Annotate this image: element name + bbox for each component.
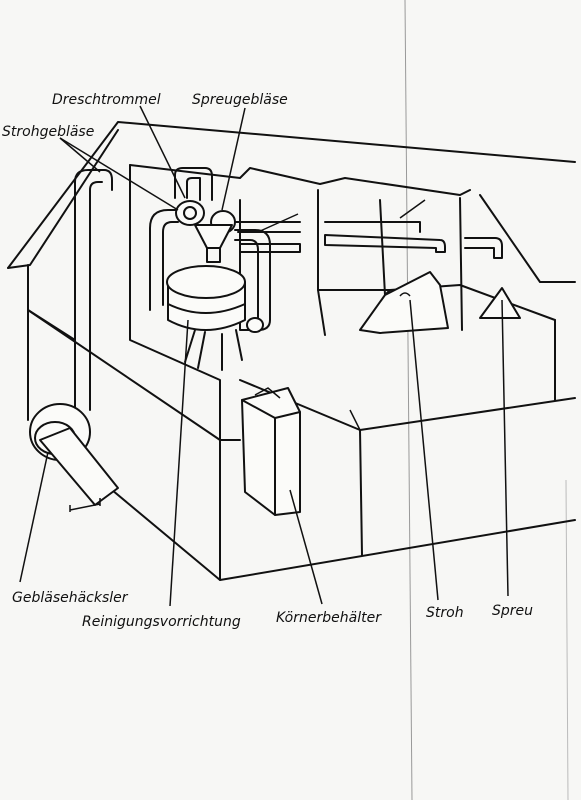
label-koernerbehaelter: Körnerbehälter [276, 610, 382, 626]
grain-spouts [184, 329, 243, 371]
straw-blower-pipe [74, 169, 113, 411]
bay-wall-5 [459, 197, 463, 331]
blower-chopper [29, 403, 119, 512]
roof-right-slope [479, 194, 576, 283]
chopper-stand [69, 498, 101, 512]
loop-pipe-left-outer [149, 209, 179, 311]
horiz-pipe-2 [239, 243, 301, 253]
scratch-line [565, 479, 569, 800]
beam-line [399, 199, 426, 219]
horiz-pipe-4 [324, 221, 421, 233]
pipe-inner [89, 181, 103, 411]
loop-pipe-right-inner [234, 239, 259, 319]
labels: Dreschtrommel Spreugebläse Strohgebläse … [2, 92, 533, 630]
pipe-outer [74, 169, 113, 411]
bay-wall-3 [317, 189, 326, 336]
straw-heap-mark [399, 292, 411, 297]
roof-left-edge [7, 129, 119, 269]
feed-cone [194, 224, 233, 249]
leader-koernerbehaelter [289, 489, 323, 605]
bay-wall-1 [129, 164, 221, 441]
loop-elbow [246, 317, 264, 333]
leader-spreu [501, 299, 509, 597]
leader-reinigung [169, 319, 189, 607]
threshing-drum-hub [183, 206, 197, 220]
label-geblaesehaecksler: Gebläsehäcksler [12, 590, 129, 606]
top-duct [174, 167, 213, 201]
left-wall [27, 309, 221, 581]
leader-strohgeblaese-2 [59, 137, 101, 173]
leader-strohgeblaese-1 [59, 137, 179, 211]
label-strohgeblaese: Strohgebläse [2, 124, 94, 140]
label-stroh: Stroh [426, 605, 464, 621]
grain-box-top-edge [274, 411, 301, 419]
straw-heap [359, 271, 449, 334]
floor-front-edge [219, 519, 576, 581]
bay-floor-corner [359, 429, 363, 556]
horiz-pipe-5 [464, 237, 503, 259]
leader-geblaesehaecksler [19, 451, 49, 583]
leader-spreugeblaese [221, 107, 246, 211]
leader-dreschtrommel [139, 105, 186, 199]
bay-back-floor [317, 284, 556, 321]
chopper-chute [39, 427, 119, 506]
leader-lines [19, 105, 509, 607]
cleaning-band [167, 303, 246, 314]
beam-line [349, 409, 361, 431]
cone-neck [206, 247, 221, 263]
threshing-drum [175, 200, 205, 226]
scratch-line [404, 0, 413, 800]
horiz-pipe-3 [324, 234, 446, 253]
loop-pipe-left-inner [162, 221, 179, 306]
roof-ridge [7, 121, 576, 269]
grain-container [241, 387, 301, 516]
top-duct-inner [186, 177, 201, 201]
label-spreugeblaese: Spreugebläse [192, 92, 288, 108]
chaff-heap [479, 287, 521, 319]
roof-cut-line [129, 164, 471, 196]
threshing-machine [149, 167, 503, 371]
grain-box-front [241, 387, 301, 516]
label-reinigungsvorrichtung: Reinigungsvorrichtung [82, 614, 241, 630]
label-dreschtrommel: Dreschtrommel [52, 92, 161, 108]
label-spreu: Spreu [492, 603, 533, 619]
grain-box-chute [254, 387, 281, 399]
cleaning-top [166, 265, 246, 299]
left-wall-top [27, 264, 76, 341]
leader-stroh [409, 299, 439, 601]
